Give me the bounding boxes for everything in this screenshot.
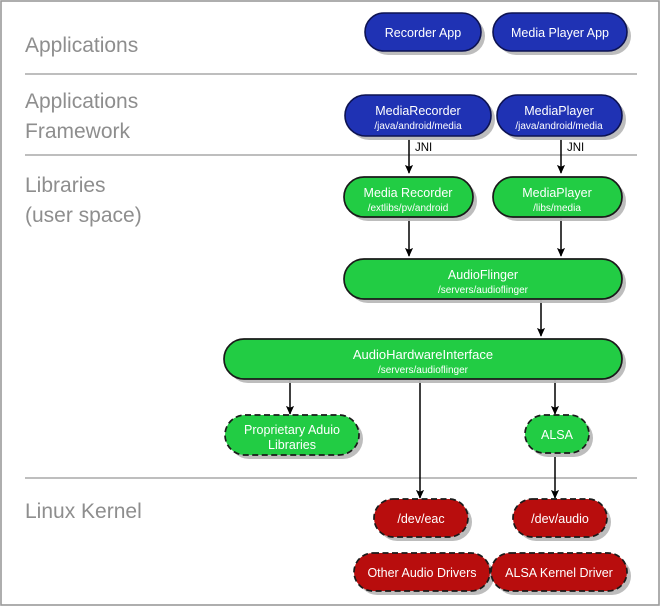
node-title: /dev/eac — [397, 512, 444, 526]
edge-label-jni-left: JNI — [415, 142, 432, 154]
layer-label-libraries-line2: (user space) — [25, 204, 142, 227]
node-surface — [223, 338, 623, 380]
node-alsa[interactable]: ALSA — [524, 414, 593, 457]
node-surface — [492, 12, 628, 52]
node-surface — [343, 176, 474, 218]
node-surface — [496, 94, 623, 137]
node-title: Proprietary Aduio — [244, 423, 340, 437]
edge-label-jni-right: JNI — [567, 142, 584, 154]
node-dev-eac[interactable]: /dev/eac — [373, 498, 472, 541]
node-title: MediaRecorder — [375, 104, 460, 118]
layer-label-applications-framework-line2: Framework — [25, 120, 131, 143]
node-audioflinger[interactable]: AudioFlinger /servers/audioflinger — [343, 258, 626, 303]
node-title: Recorder App — [385, 26, 461, 40]
node-subtitle: /servers/audioflinger — [438, 285, 529, 296]
node-surface — [524, 414, 590, 454]
node-title: /dev/audio — [531, 512, 589, 526]
node-title: AudioHardwareInterface — [353, 347, 493, 362]
node-subtitle: /java/android/media — [374, 121, 462, 132]
node-surface — [343, 258, 623, 300]
node-subtitle: /libs/media — [533, 203, 581, 214]
node-media-player-app[interactable]: Media Player App — [492, 12, 631, 55]
node-proprietary-audio-libraries[interactable]: Proprietary Aduio Libraries — [224, 414, 363, 459]
node-title: Media Player App — [511, 26, 609, 40]
node-title: MediaPlayer — [524, 104, 593, 118]
node-surface — [512, 498, 608, 538]
node-surface — [490, 552, 628, 592]
node-subtitle: Libraries — [268, 438, 316, 452]
node-media-recorder-lib[interactable]: Media Recorder /extlibs/pv/android — [343, 176, 477, 221]
node-mediaplayer-lib[interactable]: MediaPlayer /libs/media — [492, 176, 626, 221]
node-title: MediaPlayer — [522, 186, 591, 200]
layer-label-linux-kernel: Linux Kernel — [25, 500, 142, 523]
node-alsa-kernel-driver[interactable]: ALSA Kernel Driver — [490, 552, 631, 595]
node-surface — [492, 176, 623, 218]
node-surface — [373, 498, 469, 538]
layer-label-libraries-line1: Libraries — [25, 174, 106, 197]
node-dev-audio[interactable]: /dev/audio — [512, 498, 611, 541]
layer-label-applications: Applications — [25, 34, 138, 57]
node-mediaplayer-framework[interactable]: MediaPlayer /java/android/media — [496, 94, 626, 140]
node-title: ALSA — [541, 428, 574, 442]
node-title: Media Recorder — [364, 186, 453, 200]
node-title: ALSA Kernel Driver — [505, 566, 613, 580]
node-surface — [364, 12, 482, 52]
node-title: Other Audio Drivers — [367, 566, 476, 580]
node-surface — [353, 552, 491, 592]
node-surface — [224, 414, 360, 456]
node-mediarecorder-framework[interactable]: MediaRecorder /java/android/media — [344, 94, 495, 140]
node-subtitle: /extlibs/pv/android — [368, 203, 449, 214]
node-recorder-app[interactable]: Recorder App — [364, 12, 485, 55]
node-surface — [344, 94, 492, 137]
node-audiohardwareinterface[interactable]: AudioHardwareInterface /servers/audiofli… — [223, 338, 626, 383]
node-title: AudioFlinger — [448, 268, 518, 282]
node-subtitle: /java/android/media — [515, 121, 603, 132]
node-subtitle: /servers/audioflinger — [378, 365, 469, 376]
layer-label-applications-framework-line1: Applications — [25, 90, 138, 113]
node-other-audio-drivers[interactable]: Other Audio Drivers — [353, 552, 494, 595]
